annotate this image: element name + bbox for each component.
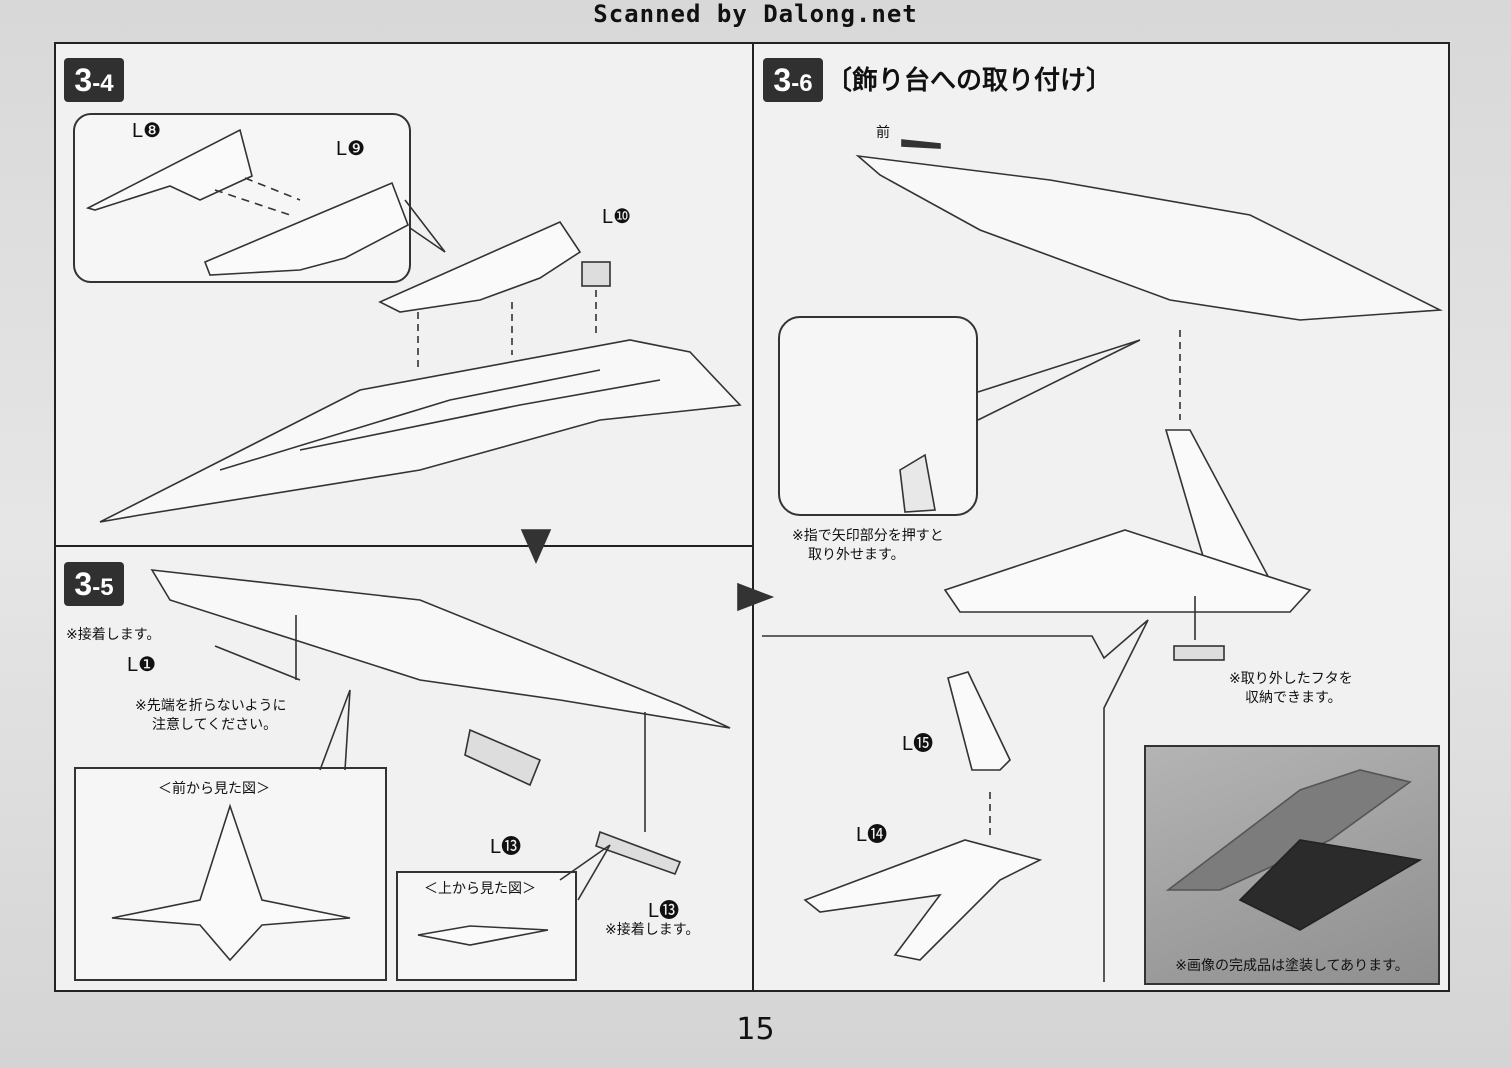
step-3-4-badge-sub: -4 (92, 70, 114, 97)
part-l8-drawing (85, 128, 253, 211)
part-label-l9: L❾ (336, 138, 366, 160)
weapon-pods (464, 728, 542, 787)
release-detail-box (778, 316, 978, 516)
missile-pod-l13 (595, 830, 682, 876)
part-label-l13-a: L⓭ (490, 836, 522, 858)
callout-line (319, 689, 351, 771)
part-label-l15: L⓯ (902, 733, 934, 755)
step-3-4-badge-main: 3 (74, 62, 93, 98)
note-glue-2: ※接着します。 (605, 922, 700, 938)
block-l10 (581, 261, 611, 287)
arrow-right (737, 582, 775, 612)
part-label-l1: L❶ (127, 654, 157, 676)
top-view-drawing (417, 925, 549, 946)
photo-caption: ※画像の完成品は塗装してあります。 (1175, 958, 1409, 974)
page-number: 15 (736, 1012, 775, 1047)
step-3-6-badge-main: 3 (773, 62, 792, 98)
ship-detail (219, 369, 601, 471)
note-tip-line1: ※先端を折らないように (135, 698, 287, 714)
part-label-l8: L❽ (132, 120, 162, 142)
guide-line (214, 189, 291, 216)
finger-drawing (899, 453, 936, 513)
missile-l1 (214, 645, 301, 681)
step-3-4-panel (56, 44, 754, 547)
part-label-l14: L⓮ (856, 824, 888, 846)
guide-line (244, 177, 301, 201)
callout-line (977, 339, 1141, 421)
ship-drawing-3-6 (855, 154, 1443, 321)
callout-line (559, 844, 611, 901)
step-3-6-title: 〔飾り台への取り付け〕 (826, 66, 1113, 96)
step-3-5-badge-sub: -5 (92, 574, 114, 601)
note-tip-line2: 注意してください。 (152, 717, 278, 733)
front-view-title: ＜前から見た図＞ (158, 781, 270, 797)
ship-detail (299, 379, 661, 451)
step-3-5-badge: 3-5 (64, 562, 124, 606)
step-3-5-panel (56, 547, 754, 992)
upper-plate-drawing (378, 220, 582, 313)
ship-drawing-3-4 (99, 339, 742, 523)
part-l14-drawing (803, 839, 1043, 961)
front-view-drawing (111, 803, 351, 962)
step-3-4-badge: 3-4 (64, 58, 124, 102)
note-finger-line2: 取り外せます。 (808, 547, 905, 563)
photo-ship-silhouette (1165, 769, 1412, 891)
stand-base (943, 529, 1312, 613)
part-l9-drawing (203, 181, 410, 276)
note-store-line2: 収納できます。 (1245, 690, 1342, 706)
part-l15-drawing (947, 671, 1011, 771)
front-direction-label: 前 (876, 125, 890, 141)
front-arrow (901, 139, 941, 149)
arrow-down (520, 529, 552, 564)
ship-drawing-3-5 (150, 569, 731, 729)
part-label-l10: L❿ (602, 206, 632, 228)
stand-cap (1173, 645, 1225, 661)
step-3-5-badge-main: 3 (74, 566, 93, 602)
step-3-6-badge: 3-6 (763, 58, 823, 102)
top-view-title: ＜上から見た図＞ (424, 881, 536, 897)
note-store-line1: ※取り外したフタを (1229, 671, 1353, 687)
callout-line (404, 199, 446, 253)
note-finger-line1: ※指で矢印部分を押すと (792, 528, 944, 544)
part-label-l13-b: L⓭ (648, 900, 680, 922)
photo-stand-silhouette (1238, 839, 1423, 931)
note-glue: ※接着します。 (66, 627, 161, 643)
callout-line (762, 619, 1149, 982)
top-view-box (396, 871, 577, 981)
scan-credit: Scanned by Dalong.net (593, 0, 918, 28)
step-3-6-badge-sub: -6 (791, 70, 813, 97)
